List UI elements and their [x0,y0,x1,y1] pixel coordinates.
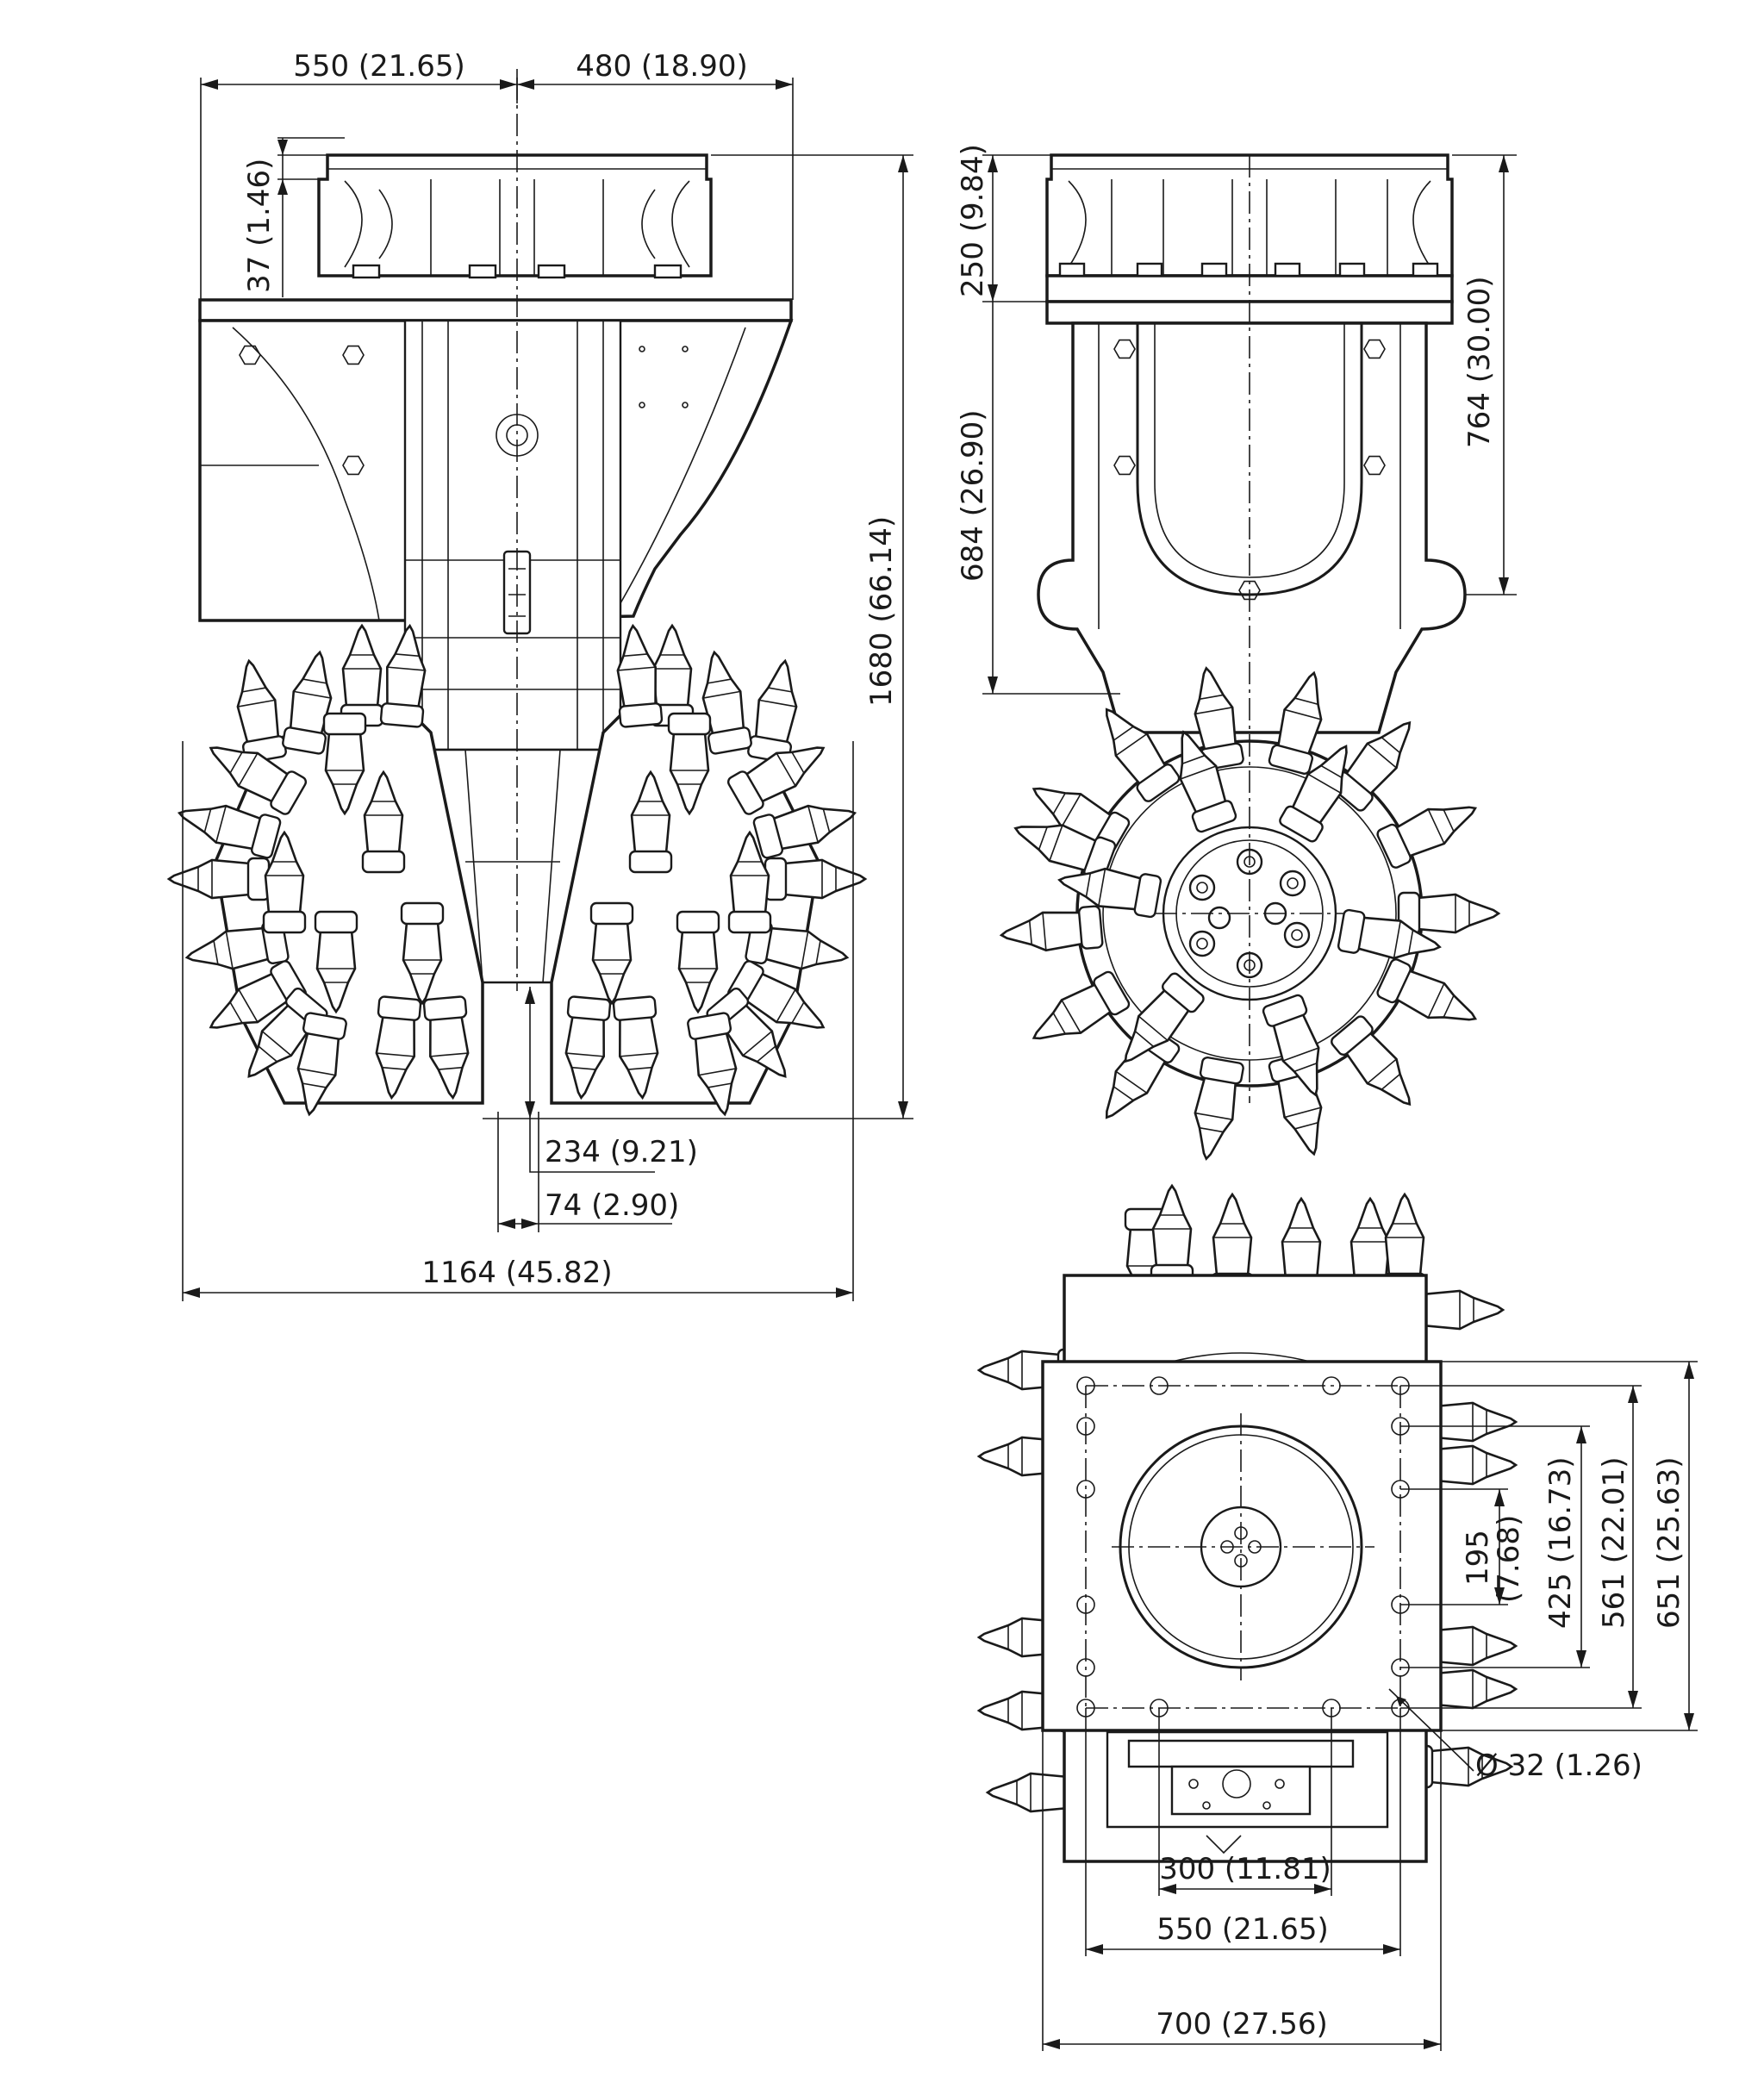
dim-hole-spacing-561: 561 (22.01) [1597,1456,1631,1629]
dim-hole-spacing-195-in: (7.68) [1492,1515,1526,1603]
dim-flange-thickness: 37 (1.46) [242,159,277,293]
dim-center-gap-height: 234 (9.21) [545,1135,698,1169]
dim-side-body-height: 684 (26.90) [956,409,990,582]
dim-hole-diameter: Ø 32 (1.26) [1475,1749,1642,1783]
dim-total-height: 1680 (66.14) [864,516,899,707]
dim-hole-spacing-195: 195 [1461,1530,1495,1586]
dim-total-width: 1164 (45.82) [421,1256,612,1290]
dim-plate-height-651: 651 (25.63) [1652,1456,1686,1629]
dim-plate-width-700: 700 (27.56) [1156,2007,1328,2042]
bottom-view: 651 (25.63) 561 (22.01) 425 (16.73) 195 … [977,1186,1698,2051]
front-view: 550 (21.65) 480 (18.90) 37 (1.46) 1680 (… [167,49,913,1301]
dim-side-flange-height: 250 (9.84) [956,144,990,297]
dim-bolt-spacing-550: 550 (21.65) [1156,1912,1329,1947]
dim-hole-spacing-425: 425 (16.73) [1543,1456,1578,1629]
side-view: 250 (9.84) 684 (26.90) 764 (30.00) [956,144,1517,1164]
dim-bolt-spacing-300: 300 (11.81) [1159,1852,1331,1886]
dim-front-left-width: 550 (21.65) [293,49,465,84]
dim-front-right-width: 480 (18.90) [576,49,748,84]
dim-center-gap-width: 74 (2.90) [545,1188,679,1223]
dim-side-upper-height: 764 (30.00) [1462,276,1497,448]
